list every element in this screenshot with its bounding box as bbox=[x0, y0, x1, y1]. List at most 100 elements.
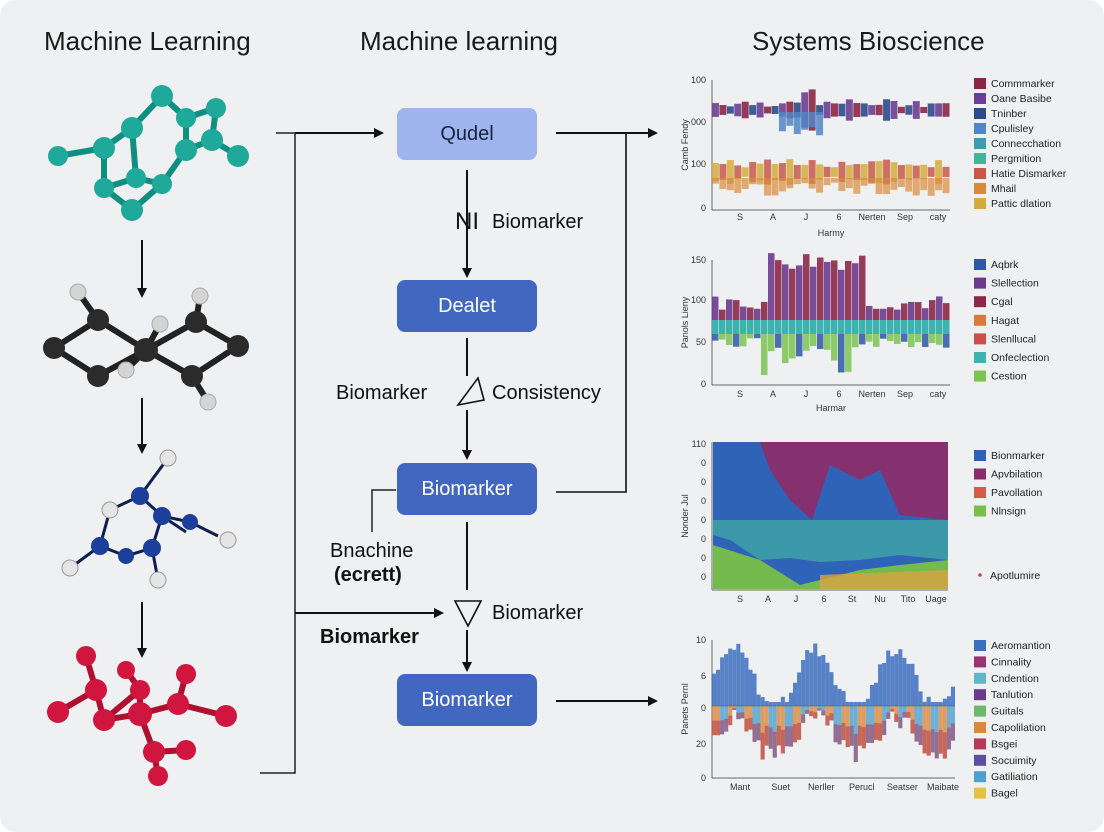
chart-4-legend-swatch bbox=[974, 738, 986, 750]
chart-1-bar-lower bbox=[875, 178, 883, 195]
chart-1-bar-dip bbox=[778, 112, 786, 132]
chart-1 bbox=[711, 78, 986, 211]
chart-4-x-tick: Perucl bbox=[849, 782, 875, 792]
chart-2-bar-top bbox=[887, 307, 894, 320]
chart-2-bar-top bbox=[831, 260, 838, 320]
chart-4-area-down-deep bbox=[793, 724, 798, 743]
chart-1-legend-swatch bbox=[974, 168, 986, 179]
chart-1-bar-lower bbox=[808, 178, 816, 189]
chart-4-legend-swatch bbox=[974, 689, 986, 701]
chart-2-bar-mid bbox=[803, 320, 810, 334]
chart-4-legend-label: Capolilation bbox=[991, 722, 1046, 734]
chart-4-area-up bbox=[817, 656, 822, 706]
chart-4-area-down-deep bbox=[853, 734, 858, 763]
chart-1-bar-top bbox=[749, 105, 757, 115]
chart-4-area-up bbox=[950, 686, 955, 706]
chart-4-area-up bbox=[788, 692, 793, 706]
chart-2-bar-mid bbox=[782, 320, 789, 334]
chart-4-y-tick: 0 bbox=[701, 703, 706, 713]
chart-1-legend-swatch bbox=[974, 123, 986, 134]
chart-2-x-tick: caty bbox=[930, 389, 947, 399]
chart-4-area-down-deep bbox=[784, 726, 789, 747]
teal-molecule bbox=[48, 85, 249, 221]
chart-4-x-tick: Nerller bbox=[808, 782, 835, 792]
chart-2-bar-mid bbox=[894, 320, 901, 334]
chart-1-legend-swatch bbox=[974, 153, 986, 164]
chart-2-bar-bottom bbox=[782, 334, 789, 364]
chart-1-legend-swatch bbox=[974, 78, 986, 89]
chart-1-bar-top bbox=[712, 103, 719, 117]
chart-2-bar-top bbox=[838, 269, 845, 320]
chart-4-area-up bbox=[934, 702, 939, 706]
chart-4-area-up bbox=[805, 650, 810, 706]
chart-2-legend-swatch bbox=[974, 370, 986, 382]
chart-4-area-up bbox=[784, 702, 789, 706]
chart-1-bar-top bbox=[808, 89, 816, 131]
chart-4-area-up bbox=[942, 698, 947, 706]
chart-1-legend-label: Cpulisley bbox=[991, 123, 1034, 135]
chart-1-bar-lower bbox=[816, 178, 824, 193]
dealet-node: Dealet bbox=[397, 280, 537, 332]
chart-2-bar-bottom bbox=[775, 334, 782, 348]
chart-1-bar-lower bbox=[927, 178, 935, 196]
chart-1-bar-top bbox=[786, 101, 794, 119]
chart-4-legend-label: Bagel bbox=[991, 788, 1018, 800]
chart-1-bar-bottom bbox=[801, 164, 809, 180]
chart-2-bar-top bbox=[901, 303, 908, 320]
chart-4-legend-swatch bbox=[974, 771, 986, 783]
chart-4-area-up bbox=[764, 701, 769, 706]
chart-1-bar-dip bbox=[808, 112, 816, 128]
chart-4-area-up bbox=[797, 672, 802, 706]
chart-2-legend-label: Onfeclection bbox=[991, 352, 1050, 364]
chart-1-bar-lower bbox=[793, 178, 801, 185]
chart-1-x-tick: caty bbox=[930, 212, 947, 222]
chart-4-area-down-deep bbox=[772, 731, 777, 758]
chart-2-bar-top bbox=[922, 308, 929, 320]
chart-4-area-down-deep bbox=[878, 723, 883, 741]
chart-2-bar-top bbox=[810, 266, 817, 320]
chart-3-area-teal bbox=[713, 520, 948, 562]
chart-4-y-tick: 6 bbox=[701, 671, 706, 681]
chart-1-bar-top bbox=[905, 105, 913, 115]
chart-2-bar-bottom bbox=[740, 334, 747, 347]
chart-1-bar-bottom bbox=[845, 165, 853, 179]
chart-3-x-tick: St bbox=[848, 594, 857, 604]
chart-2-bar-mid bbox=[866, 320, 873, 334]
chart-1-bar-dip bbox=[786, 112, 794, 126]
chart-2-bar-mid bbox=[824, 320, 831, 334]
biomarker-right-label: Biomarker bbox=[492, 602, 584, 624]
chart-1-bar-bottom bbox=[853, 164, 861, 180]
chart-4-area-up bbox=[760, 697, 765, 706]
chart-2-bar-mid bbox=[908, 320, 915, 334]
chart-4-area-up bbox=[809, 652, 814, 706]
chart-1-bar-dip bbox=[801, 112, 809, 130]
chart-2-bar-bottom bbox=[817, 334, 824, 350]
chart-2-bar-top bbox=[845, 260, 852, 320]
chart-4-area-down-deep bbox=[801, 714, 806, 723]
chart-1-bar-bottom bbox=[719, 164, 727, 180]
chart-2-bar-mid bbox=[915, 320, 922, 334]
chart-4-area-down-deep bbox=[874, 722, 879, 740]
chart-1-bar-lower bbox=[749, 178, 757, 185]
chart-4-area-down-deep bbox=[780, 729, 785, 754]
chart-4-area-down-deep bbox=[740, 712, 745, 719]
chart-1-legend-label: Commmarker bbox=[991, 78, 1055, 90]
chart-2-bar-bottom bbox=[873, 334, 880, 347]
chart-4-area-down-deep bbox=[886, 712, 891, 719]
chart-2-bar-top bbox=[761, 301, 768, 320]
chart-4-legend-label: Guitals bbox=[991, 706, 1024, 718]
chart-1-x-tick: Sep bbox=[897, 212, 913, 222]
chart-2-bar-mid bbox=[887, 320, 894, 334]
chart-1-bar-bottom bbox=[726, 160, 734, 184]
chart-4-area-down-deep bbox=[837, 725, 842, 745]
chart-1-legend-label: Connecchation bbox=[991, 138, 1061, 150]
chart-1-bar-lower bbox=[756, 178, 764, 185]
chart-1-bar-lower bbox=[883, 178, 890, 195]
chart-4-area-down-deep bbox=[752, 723, 757, 742]
chart-1-bar-bottom bbox=[838, 161, 846, 183]
chart-2-legend-label: Slenllucal bbox=[991, 333, 1036, 345]
chart-4-area-down-deep bbox=[857, 725, 862, 746]
chart-4-area-up bbox=[829, 672, 834, 706]
